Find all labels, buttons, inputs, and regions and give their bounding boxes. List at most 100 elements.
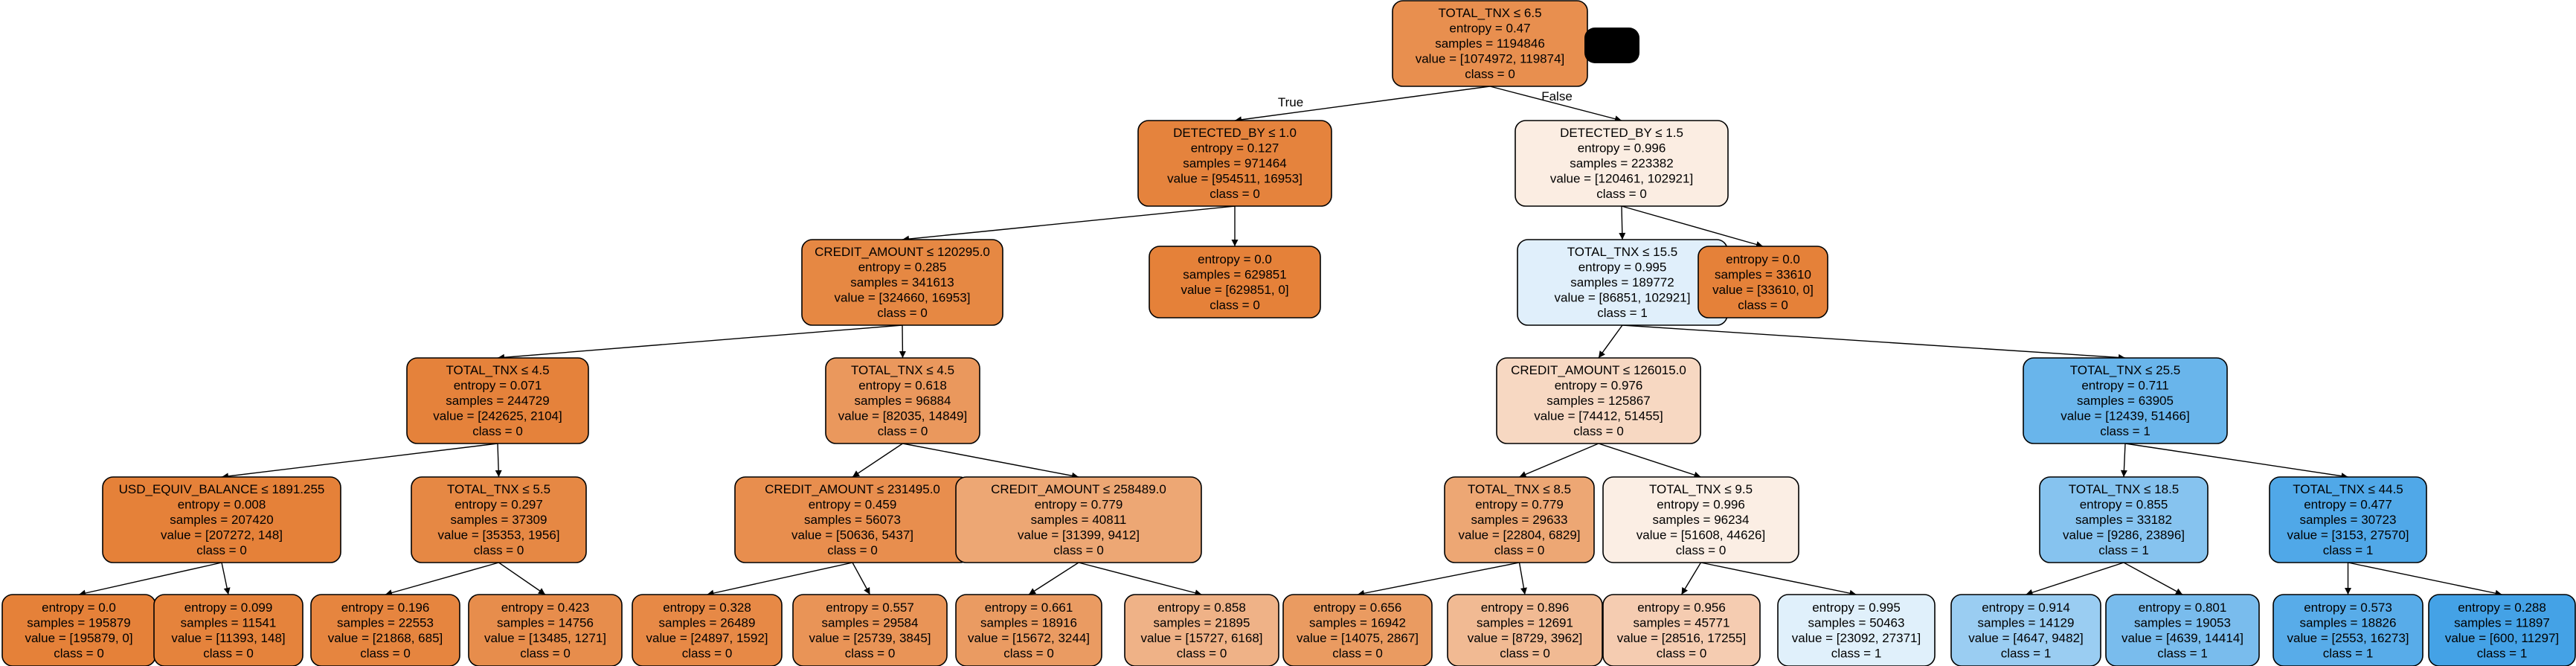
node-value: value = [25739, 3845] [809,631,931,645]
node-value: value = [28516, 17255] [1617,631,1746,645]
tree-edge [2124,443,2348,480]
edge-line [1598,443,1701,478]
node-condition: USD_EQUIV_BALANCE ≤ 1891.255 [119,482,325,496]
node-value: value = [242625, 2104] [433,409,562,423]
edge-arrowhead [864,586,870,595]
node-samples: samples = 16942 [1309,615,1406,630]
node-box [1496,357,1701,444]
node-entropy: entropy = 0.661 [985,601,1073,615]
node-samples: samples = 14756 [497,615,594,630]
node-samples: samples = 96234 [1653,513,1750,527]
tree-edge [2026,562,2124,596]
tree-edge [1234,86,1491,124]
edge-arrowhead [2120,470,2127,477]
node-value: value = [207272, 148] [161,528,283,542]
tree-edge [902,205,1236,243]
node-samples: samples = 26489 [659,615,756,630]
node-class: class = 0 [1465,67,1515,81]
node-box [1697,246,1828,318]
tree-edge [385,562,499,596]
node-samples: samples = 30723 [2300,513,2397,527]
edge-label-true: True [1278,95,1303,109]
node-value: value = [74412, 51455] [1534,409,1663,423]
node-condition: TOTAL_TNX ≤ 25.5 [2070,363,2181,377]
tree-edge [2120,443,2127,478]
node-entropy: entropy = 0.573 [2304,601,2392,615]
node-value: value = [35353, 1956] [438,528,560,542]
node-samples: samples = 50463 [1808,615,1905,630]
edge-line [385,562,499,595]
node-samples: samples = 33610 [1715,267,1811,281]
node-entropy: entropy = 0.0 [42,601,116,615]
node-value: value = [22804, 6829] [1459,528,1581,542]
node-samples: samples = 21895 [1154,615,1250,630]
node-box [2039,476,2209,563]
node-samples: samples = 29633 [1471,513,1568,527]
node-entropy: entropy = 0.196 [341,601,430,615]
node-value: value = [8729, 3962] [1468,631,1583,645]
legend-badge [1584,28,1639,63]
edge-arrowhead [1681,586,1689,595]
node-entropy: entropy = 0.459 [809,498,897,512]
node-entropy: entropy = 0.297 [455,498,543,512]
node-box [1777,594,1936,666]
node-class: class = 0 [1053,543,1104,557]
node-class: class = 1 [2100,424,2151,438]
node-class: class = 0 [1596,187,1647,201]
node-condition: DETECTED_BY ≤ 1.5 [1560,126,1683,140]
tree-edge [498,562,546,595]
node-entropy: entropy = 0.656 [1314,601,1402,615]
node-box [406,357,589,444]
node-value: value = [629851, 0] [1181,283,1288,297]
node-class: class = 1 [2157,646,2208,660]
tree-edge [1519,443,1599,478]
node-value: value = [600, 11297] [2445,631,2559,645]
node-class: class = 0 [1676,543,1727,557]
node-class: class = 0 [474,543,524,557]
node-class: class = 0 [203,646,254,660]
node-class: class = 0 [54,646,104,660]
node-box [2023,357,2228,444]
node-value: value = [31399, 9412] [1018,528,1140,542]
node-samples: samples = 37309 [451,513,547,527]
node-value: value = [2553, 16273] [2287,631,2409,645]
node-value: value = [15672, 3244] [968,631,1090,645]
edge-line [1519,443,1599,478]
node-entropy: entropy = 0.0 [1198,252,1272,266]
node-class: class = 0 [1003,646,1054,660]
tree-edge [1357,562,1520,597]
edge-line [2124,443,2348,478]
edge-line [1700,562,1857,595]
node-samples: samples = 971464 [1183,156,1286,170]
node-box [153,594,303,666]
node-condition: TOTAL_TNX ≤ 6.5 [1438,6,1541,20]
edge-line [902,205,1236,240]
node-entropy: entropy = 0.956 [1637,601,1726,615]
node-entropy: entropy = 0.914 [1982,601,2070,615]
node-class: class = 0 [1657,646,1707,660]
edge-line [1489,86,1622,121]
node-class: class = 0 [827,543,878,557]
node-samples: samples = 195879 [27,615,130,630]
node-box [1602,594,1761,666]
tree-edge [707,562,853,597]
edge-line [1621,205,1764,247]
node-box [411,476,587,563]
node-condition: TOTAL_TNX ≤ 8.5 [1468,482,1571,496]
node-value: value = [324660, 16953] [835,291,971,305]
node-box [955,476,1202,563]
node-condition: TOTAL_TNX ≤ 5.5 [447,482,550,496]
tree-edge [78,562,222,597]
